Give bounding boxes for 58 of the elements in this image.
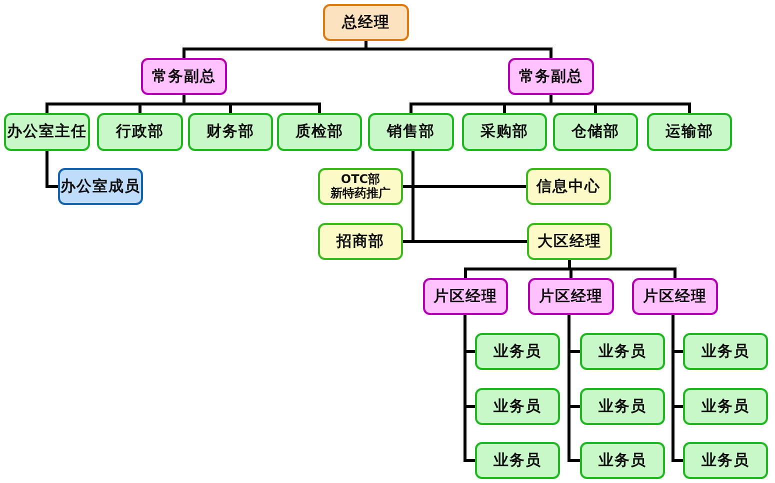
org-position-box: [323, 4, 409, 41]
position-title: 办公室主任: [7, 123, 87, 141]
position-title: 片区经理: [643, 288, 707, 306]
position-title: 常务副总: [152, 68, 216, 86]
org-position-box: [475, 442, 560, 479]
position-title: 片区经理: [539, 288, 603, 306]
org-position-box: [580, 388, 665, 425]
org-position-box: [553, 113, 638, 151]
position-title: 业务员: [598, 452, 646, 470]
org-position-box: [318, 223, 403, 260]
position-title: 新特药推广: [330, 186, 390, 200]
org-position-box: [277, 113, 362, 151]
position-title: 财务部: [206, 123, 254, 141]
org-position-box: [683, 388, 768, 425]
org-position-box: [580, 442, 665, 479]
position-title: 采购部: [480, 123, 528, 141]
position-title: 业务员: [702, 452, 750, 470]
position-title: 质检部: [296, 123, 344, 141]
position-title: 总经理: [342, 14, 390, 32]
org-position-box: [475, 388, 560, 425]
position-title: 业务员: [702, 398, 750, 416]
connector-line: [46, 151, 58, 188]
org-position-box: [423, 278, 508, 315]
position-title: 运输部: [666, 123, 714, 141]
org-position-box: [318, 168, 403, 205]
org-position-box: [528, 278, 614, 315]
org-position-box: [4, 113, 90, 151]
org-position-box: [462, 113, 547, 151]
org-position-box: [141, 58, 227, 95]
org-position-box: [97, 113, 183, 151]
org-position-box: [58, 168, 143, 205]
position-title: 业务员: [494, 452, 542, 470]
position-title: 办公室成员: [60, 178, 140, 196]
position-title: 业务员: [494, 398, 542, 416]
org-position-box: [580, 333, 665, 370]
position-title: 片区经理: [434, 288, 498, 306]
org-position-box: [475, 333, 560, 370]
position-title: 信息中心: [536, 178, 600, 196]
position-title: 行政部: [116, 123, 164, 141]
position-title: 招商部: [336, 232, 384, 250]
position-title: 业务员: [598, 398, 646, 416]
position-title: 销售部: [387, 123, 435, 141]
position-title: 大区经理: [538, 232, 602, 250]
org-position-box: [647, 113, 732, 151]
org-position-box: [526, 168, 611, 205]
position-title: 仓储部: [572, 123, 620, 141]
position-title: 业务员: [494, 342, 542, 360]
org-position-box: [632, 278, 718, 315]
position-title: OTC部: [340, 172, 380, 186]
position-title: 业务员: [598, 342, 646, 360]
org-position-box: [683, 442, 768, 479]
org-position-box: [508, 58, 594, 95]
org-position-box: [188, 113, 273, 151]
org-position-box: [683, 333, 768, 370]
org-position-box: [527, 223, 612, 260]
position-title: 常务副总: [519, 68, 583, 86]
org-position-box: [368, 113, 454, 151]
position-title: 业务员: [702, 342, 750, 360]
